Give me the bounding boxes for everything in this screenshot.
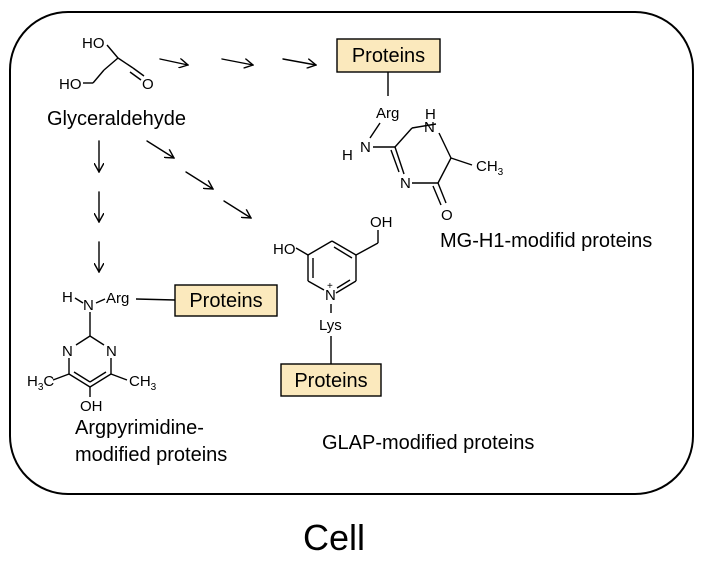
cell-boundary [9, 11, 694, 495]
argpyrimidine-structure: H N Arg N N H3C CH3 OH [27, 289, 176, 415]
atom-n-glap: N [325, 287, 336, 304]
atom-plus-glap: + [327, 281, 333, 292]
atom-ch3-mgh1: CH3 [476, 158, 504, 178]
arrows-to-mgh1 [159, 58, 316, 65]
glap-protein-box: Proteins [280, 363, 382, 397]
atom-ho-glap: HO [273, 241, 296, 258]
glyceraldehyde-structure: HO HO O [59, 35, 154, 93]
argpyrimidine-label-line2: modified proteins [75, 444, 227, 466]
arrow-right-2 [221, 58, 253, 65]
mgh1-structure: Arg N H N H N CH3 O [342, 72, 504, 224]
arrow-right-1 [159, 59, 188, 65]
atom-arg-left: Arg [106, 290, 129, 307]
atom-ho-top: HO [82, 35, 105, 52]
arrow-right-3 [282, 58, 316, 65]
argpyrimidine-protein-label: Proteins [189, 290, 262, 312]
glap-protein-label: Proteins [294, 370, 367, 392]
atom-h-argpyr: H [62, 289, 73, 306]
atom-ho-bottom: HO [59, 76, 82, 93]
arrows-to-glap [146, 140, 251, 218]
atom-h-ring: H [425, 106, 436, 123]
glyceraldehyde-label: Glyceraldehyde [47, 108, 186, 130]
atom-arg-top: Arg [376, 105, 399, 122]
atom-o-mgh1: O [441, 207, 453, 224]
atom-n-mgh1: N [360, 139, 371, 156]
atom-n-ring: N [400, 175, 411, 192]
glap-label: GLAP-modified proteins [322, 432, 534, 454]
atom-h3c-argpyr: H3C [27, 373, 54, 393]
atom-h-mgh1: H [342, 147, 353, 164]
arrow-diag-2 [185, 171, 213, 189]
atom-aldehyde-o: O [142, 76, 154, 93]
atom-n-argpyr: N [83, 297, 94, 314]
atom-n-ring-left: N [62, 343, 73, 360]
atom-n-ring-right: N [106, 343, 117, 360]
atom-oh-argpyr: OH [80, 398, 103, 415]
mgh1-protein-box: Proteins [336, 38, 441, 73]
glap-structure: HO N + OH Lys [273, 214, 393, 364]
arrow-diag-1 [146, 140, 174, 158]
mgh1-label: MG-H1-modifid proteins [440, 230, 652, 252]
atom-oh-glap: OH [370, 214, 393, 231]
argpyrimidine-label-line1: Argpyrimidine- [75, 417, 204, 439]
atom-lys: Lys [319, 317, 342, 334]
argpyrimidine-protein-box: Proteins [174, 284, 278, 317]
mgh1-protein-label: Proteins [352, 45, 425, 67]
atom-nh-ring: N [424, 119, 435, 136]
arrow-diag-3 [223, 200, 251, 218]
atom-ch3-argpyr: CH3 [129, 373, 157, 393]
cell-label: Cell [303, 517, 365, 558]
